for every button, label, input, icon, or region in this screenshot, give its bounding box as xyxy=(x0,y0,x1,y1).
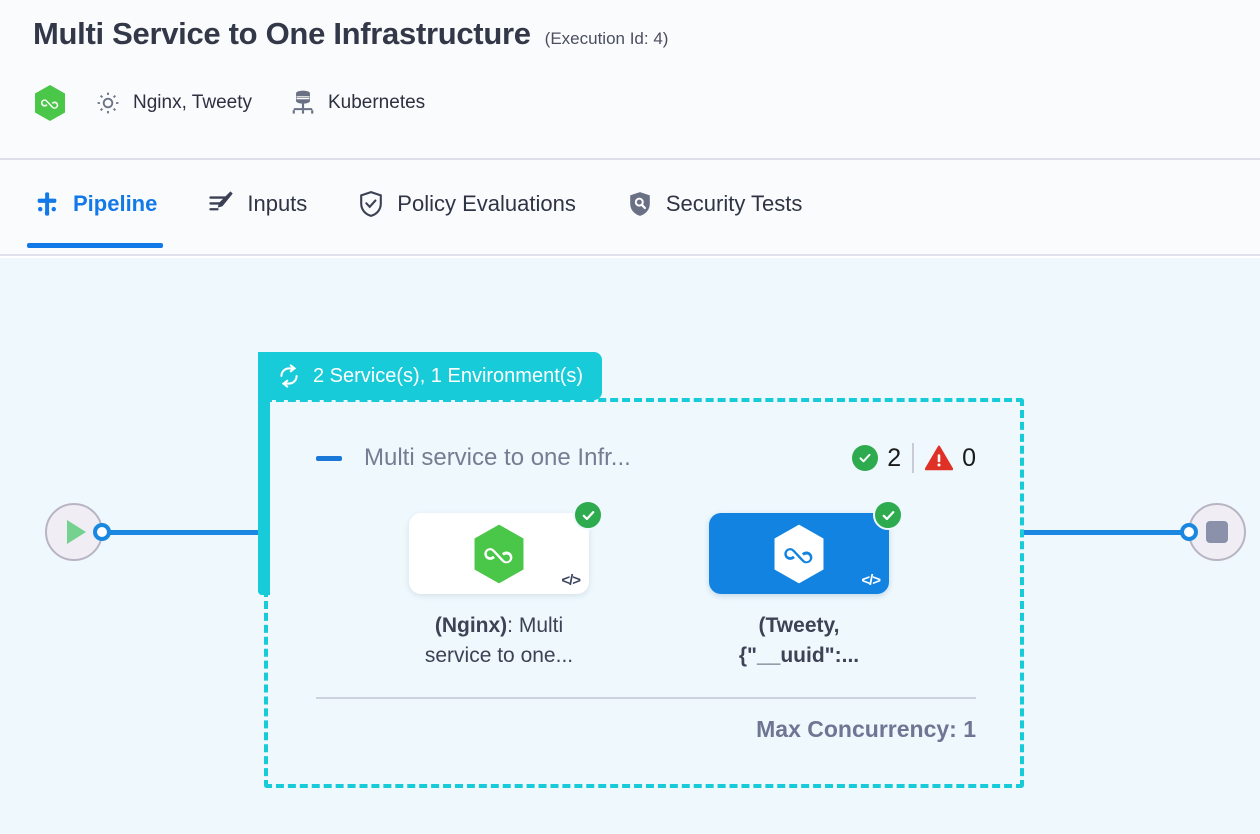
pipeline-icon xyxy=(37,192,57,216)
title-row: Multi Service to One Infrastructure (Exe… xyxy=(33,16,668,52)
page-title: Multi Service to One Infrastructure xyxy=(33,16,531,51)
tab-security-tests[interactable]: Security Tests xyxy=(626,160,819,248)
warning-count-group: 0 xyxy=(925,444,976,473)
stage-footer-divider xyxy=(316,697,976,699)
header-meta-row: Nginx, Tweety xyxy=(33,84,425,122)
check-badge-icon xyxy=(873,500,903,530)
warning-count: 0 xyxy=(962,443,976,472)
check-glyph xyxy=(582,510,594,520)
kubernetes-server-icon xyxy=(292,90,314,114)
stage-status-counts: 2 0 xyxy=(852,443,976,473)
tab-label: Policy Evaluations xyxy=(397,191,576,216)
stage-header: Multi service to one Infr... 2 0 xyxy=(316,438,976,478)
hexagon-infinity-logo-icon xyxy=(774,524,824,583)
connector-line-start xyxy=(98,530,263,535)
stop-icon xyxy=(1206,521,1228,543)
service-card-label: (Nginx): Multi service to one... xyxy=(399,611,599,671)
service-card-body[interactable]: </> xyxy=(709,500,903,594)
tab-label: Inputs xyxy=(247,191,308,216)
check-circle-icon xyxy=(852,445,879,471)
stage-group-badge-label: 2 Service(s), 1 Environment(s) xyxy=(313,364,584,387)
hexagon-infinity-logo-icon xyxy=(474,524,524,583)
connector-line-end xyxy=(1022,530,1189,535)
stage-group-badge[interactable]: 2 Service(s), 1 Environment(s) xyxy=(258,352,603,400)
service-desc: : Multi service to one... xyxy=(424,614,574,667)
service-card-body[interactable]: </> xyxy=(409,500,603,594)
service-name: (Tweety, {"__uuid":... xyxy=(738,614,860,667)
start-connector-dot[interactable] xyxy=(93,523,111,541)
code-brackets-icon[interactable]: </> xyxy=(561,572,581,589)
play-icon xyxy=(67,520,86,544)
minus-icon[interactable] xyxy=(316,455,342,461)
check-badge-icon xyxy=(573,500,603,530)
hexagon-infinity-logo-icon xyxy=(35,85,65,121)
infrastructure-meta: Kubernetes xyxy=(252,88,425,118)
check-glyph xyxy=(882,510,894,520)
tab-pipeline[interactable]: Pipeline xyxy=(26,160,173,248)
inputs-edit-icon xyxy=(209,191,234,211)
stage-name: Multi service to one Infr... xyxy=(364,444,631,471)
shield-check-icon xyxy=(360,190,383,217)
shield-search-icon xyxy=(630,192,650,216)
infrastructure-label: Kubernetes xyxy=(327,92,426,113)
tweety-service-card[interactable]: </> (Tweety, {"__uuid":... xyxy=(709,500,903,671)
tab-policy-evaluations[interactable]: Policy Evaluations xyxy=(357,160,592,248)
page-header: Multi Service to One Infrastructure (Exe… xyxy=(0,0,1260,160)
services-meta: Nginx, Tweety xyxy=(67,90,252,116)
count-divider xyxy=(912,443,915,473)
success-count: 2 xyxy=(887,443,902,472)
service-card-label: (Tweety, {"__uuid":... xyxy=(699,611,899,671)
nginx-service-card[interactable]: </> (Nginx): Multi service to one... xyxy=(409,500,603,671)
check-glyph xyxy=(859,453,871,463)
loop-repeat-icon xyxy=(280,364,298,388)
warning-triangle-icon xyxy=(925,445,954,471)
service-name: (Nginx) xyxy=(434,614,508,637)
gear-icon xyxy=(97,92,119,114)
tab-inputs[interactable]: Inputs xyxy=(207,160,323,248)
max-concurrency-label: Max Concurrency: 1 xyxy=(756,716,976,742)
end-connector-dot[interactable] xyxy=(1180,523,1198,541)
code-brackets-icon[interactable]: </> xyxy=(861,572,881,589)
pipeline-canvas xyxy=(0,258,1260,834)
tab-bar: Pipeline Inputs Policy Evaluations xyxy=(0,160,1260,256)
execution-id-label: (Execution Id: 4) xyxy=(544,29,669,48)
stage-group-container xyxy=(264,398,1024,788)
tab-label: Pipeline xyxy=(73,191,158,216)
tab-label: Security Tests xyxy=(665,191,803,216)
services-label: Nginx, Tweety xyxy=(133,92,252,113)
success-count-group: 2 xyxy=(852,444,901,473)
